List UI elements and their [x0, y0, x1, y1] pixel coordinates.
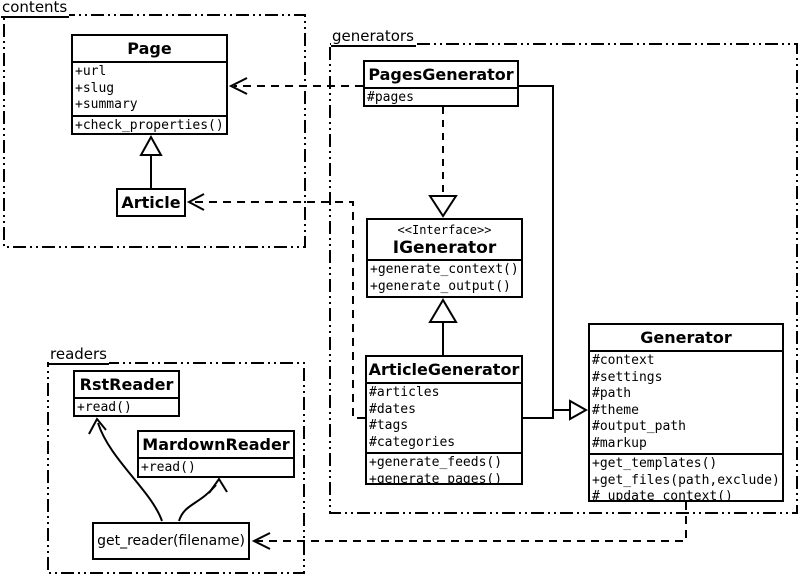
class-rstreader-title: RstReader: [75, 372, 178, 399]
class-mardownreader-methods: +read(): [139, 459, 293, 476]
attribute: #tags: [369, 418, 409, 433]
articlegenerator-article-dependency-line: [192, 201, 365, 419]
class-mardownreader-title: MardownReader: [139, 432, 293, 459]
getreader-mardownreader-arrowhead-icon: [208, 477, 228, 494]
attribute: #markup: [592, 435, 647, 451]
class-page: Page +url +slug +summary +check_properti…: [71, 34, 228, 135]
class-article: Article: [116, 188, 186, 217]
class-pagesgenerator: PagesGenerator #pages: [363, 60, 519, 107]
class-articlegenerator-attributes: #articles #dates #tags #categories: [367, 384, 521, 452]
class-article-title: Article: [121, 193, 181, 212]
attribute: +slug: [75, 80, 115, 96]
readers-package-border: [47, 362, 305, 574]
attribute: #dates: [369, 401, 416, 417]
article-page-inheritance-triangle-icon: [139, 134, 163, 156]
attribute: #categories: [369, 434, 456, 450]
method: +generate_pages(): [369, 471, 503, 485]
method: +read(): [141, 460, 196, 475]
attribute: #theme: [592, 402, 639, 418]
contents-package-label: contents: [1, 0, 70, 18]
class-page-methods: +check_properties(): [73, 114, 226, 134]
method: +generate_output(): [370, 278, 511, 294]
class-igenerator-header: <<Interface>> IGenerator: [368, 220, 521, 261]
attribute: #path: [592, 386, 632, 401]
method: +check_properties(): [75, 117, 224, 133]
getreader-rstreader-arrowhead-icon: [88, 417, 107, 435]
class-igenerator-stereotype: <<Interface>>: [397, 223, 492, 237]
class-generator-attributes: #context #settings #path #theme #output_…: [590, 352, 782, 453]
class-generator-title: Generator: [590, 325, 782, 352]
class-page-title: Page: [73, 36, 226, 63]
get-reader-function-label: get_reader(filename): [97, 533, 245, 549]
attribute: #context: [592, 353, 655, 368]
pagesgenerator-igenerator-triangle-icon: [428, 195, 458, 218]
generators-package-border: [329, 43, 798, 514]
attribute: #output_path: [592, 419, 686, 434]
class-page-attributes: +url +slug +summary: [73, 63, 226, 115]
attribute: +url: [75, 64, 107, 79]
attribute: #articles: [369, 385, 440, 400]
generator-getreader-dependency-line: [256, 502, 687, 542]
method: +get_files(path,exclude): [592, 472, 780, 488]
articlegenerator-igenerator-triangle-icon: [428, 298, 458, 323]
class-mardownreader: MardownReader +read(): [137, 430, 295, 478]
class-rstreader: RstReader +read(): [73, 370, 180, 417]
articlegenerator-article-arrowhead-icon: [186, 193, 205, 211]
get-reader-function-node: get_reader(filename): [92, 522, 250, 560]
generators-package-label: generators: [331, 27, 416, 47]
class-rstreader-methods: +read(): [75, 399, 178, 415]
contents-package-border: [3, 14, 306, 248]
class-pagesgenerator-title: PagesGenerator: [365, 62, 517, 89]
generators-generator-triangle-icon: [569, 399, 589, 421]
pagesgenerator-page-arrowhead-icon: [228, 77, 248, 95]
class-generator: Generator #context #settings #path #them…: [588, 323, 784, 502]
class-pagesgenerator-attributes: #pages: [365, 89, 517, 105]
class-igenerator: <<Interface>> IGenerator +generate_conte…: [366, 218, 523, 298]
attribute: #settings: [592, 369, 663, 385]
method: +generate_context(): [370, 262, 519, 277]
readers-package-label: readers: [49, 345, 109, 365]
generator-getreader-arrowhead-icon: [251, 532, 271, 550]
class-generator-methods: +get_templates() +get_files(path,exclude…: [590, 453, 782, 502]
method: +read(): [77, 400, 132, 415]
class-igenerator-methods: +generate_context() +generate_output(): [368, 261, 521, 296]
class-articlegenerator-title: ArticleGenerator: [367, 357, 521, 384]
class-articlegenerator: ArticleGenerator #articles #dates #tags …: [365, 355, 523, 485]
class-articlegenerator-methods: +generate_feeds() +generate_pages(): [367, 452, 521, 485]
method: +get_templates(): [592, 456, 718, 471]
class-igenerator-title: IGenerator: [392, 238, 497, 258]
method: #_update_context(): [592, 489, 733, 502]
attribute: +summary: [75, 97, 138, 112]
getreader-rstreader-call-line: [97, 422, 163, 522]
method: +generate_feeds(): [369, 455, 503, 470]
attribute: #pages: [367, 90, 414, 105]
generators-generator-inheritance-line: [519, 85, 570, 419]
